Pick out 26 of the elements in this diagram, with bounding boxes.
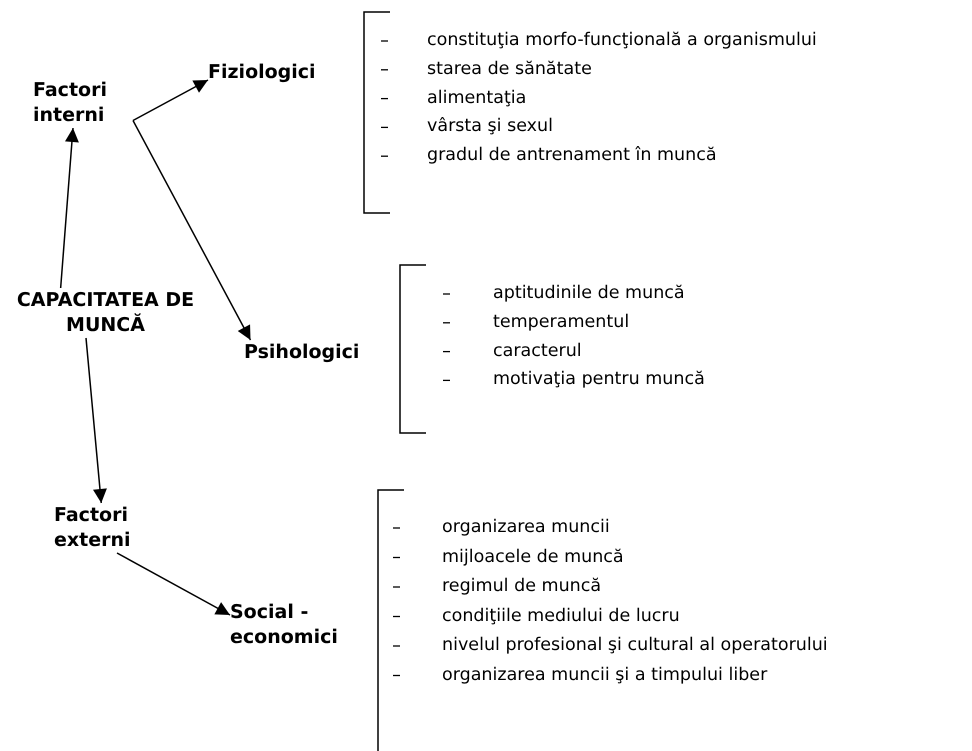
category-label: Fiziologici <box>208 60 328 85</box>
category-label: Factori interni <box>33 78 133 128</box>
list-item: caracterul <box>493 340 582 362</box>
arrow <box>116 552 230 616</box>
list-item: organizarea muncii <box>442 516 610 538</box>
list-item: aptitudinile de muncă <box>493 282 685 304</box>
list-item: nivelul profesional şi cultural al operatorului <box>442 634 828 656</box>
arrow <box>60 128 79 288</box>
arrow <box>132 120 252 340</box>
arrow <box>132 79 208 122</box>
arrow <box>85 338 107 504</box>
list-item: motivaţia pentru muncă <box>493 368 705 390</box>
list-item: vârsta şi sexul <box>427 115 553 138</box>
list-item: condiţiile mediului de lucru <box>442 604 680 626</box>
category-label: Factori externi <box>54 503 159 553</box>
list-item: organizarea muncii şi a timpului liber <box>442 664 768 686</box>
category-label: Social - economici <box>230 600 370 650</box>
list-item: temperamentul <box>493 310 630 333</box>
list-item: alimentaţia <box>427 86 526 109</box>
list-item: starea de sănătate <box>427 58 592 80</box>
list-item: regimul de muncă <box>442 575 602 597</box>
category-label: Psihologici <box>244 340 374 365</box>
category-label: CAPACITATEA DE MUNCĂ <box>8 288 203 338</box>
list-item: mijloacele de muncă <box>442 546 624 568</box>
list-item: constituţia morfo-funcţională a organismului <box>427 29 817 51</box>
list-item: gradul de antrenament în muncă <box>427 144 717 166</box>
